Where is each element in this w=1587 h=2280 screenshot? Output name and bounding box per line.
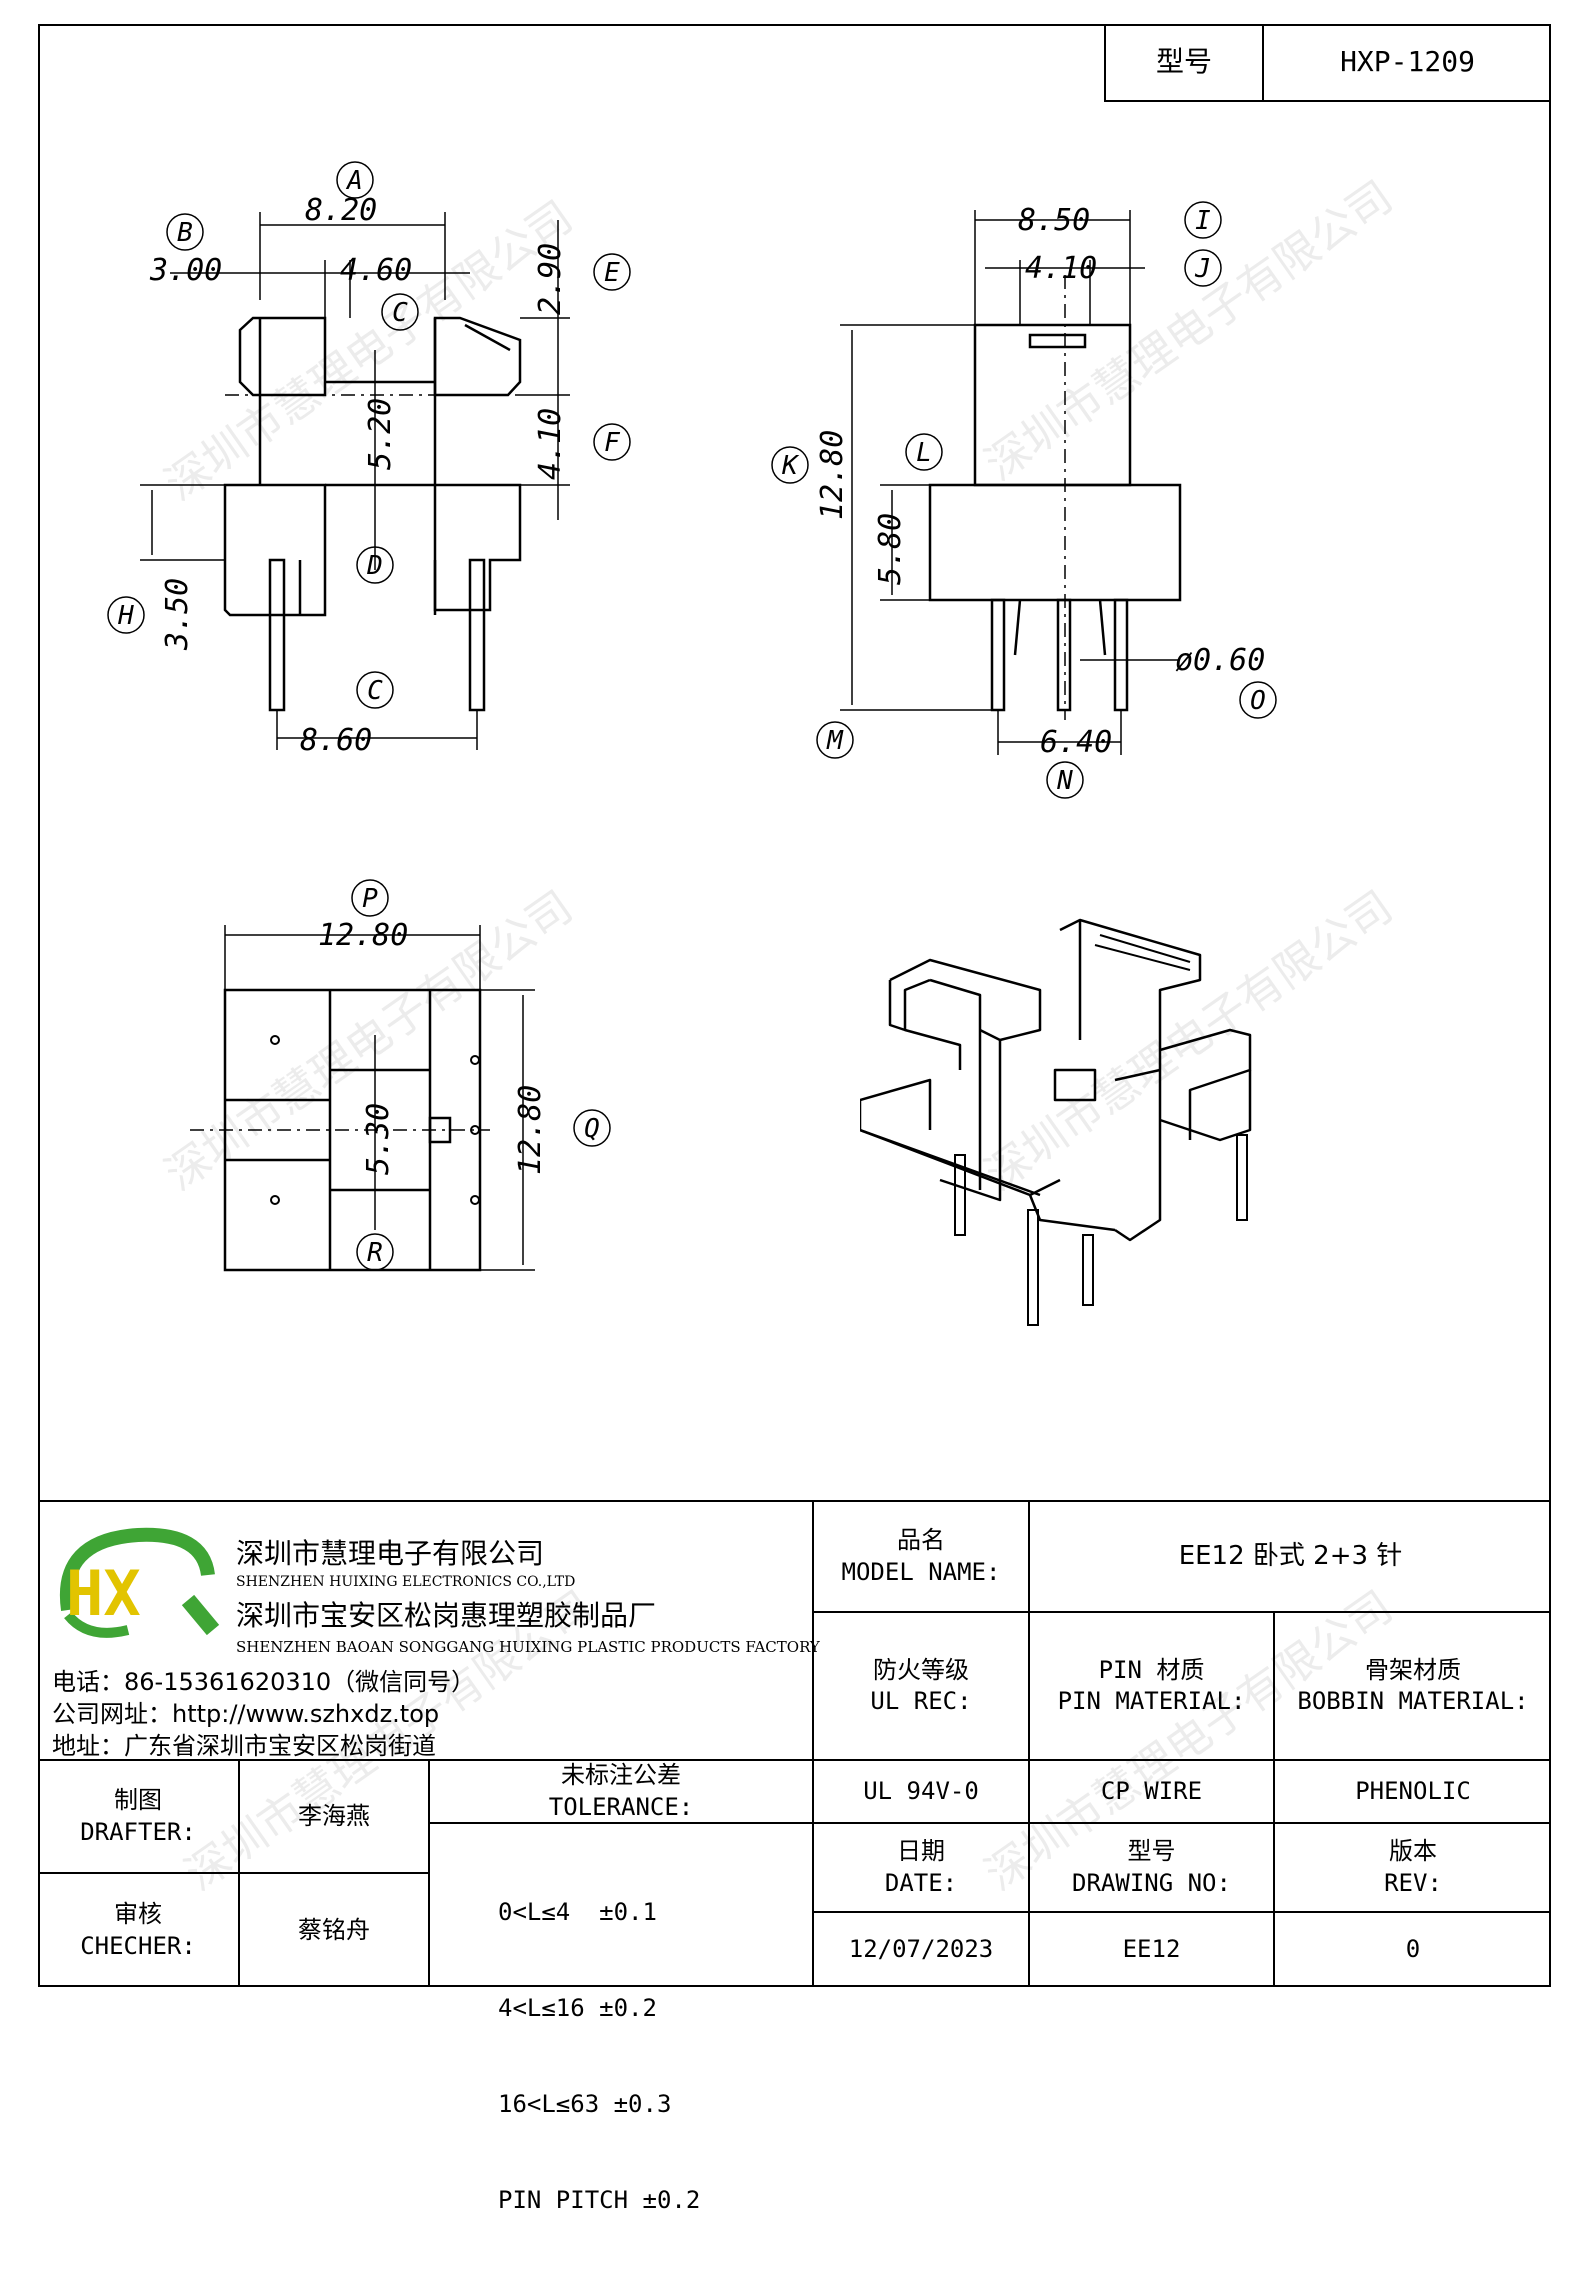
dim-i-value: 8.50 (1018, 203, 1090, 238)
dim-h-value: 3.50 (160, 578, 195, 651)
date-label: 日期 DATE: (884, 1837, 958, 1897)
bobbin-material-label: 骨架材质 BOBBIN MATERIAL: (1297, 1655, 1529, 1715)
company-name-en: SHENZHEN HUIXING ELECTRONICS CO.,LTD (236, 1574, 576, 1590)
rev-label: 版本 REV: (1384, 1837, 1442, 1897)
label-b: B (177, 218, 193, 248)
model-value: HXP-1209 (1340, 44, 1475, 78)
label-q: Q (584, 1114, 600, 1144)
checker-label: 审核 CHECHER: (80, 1900, 196, 1960)
drawing-no-label: 型号 DRAWING NO: (1072, 1837, 1231, 1897)
label-k: K (781, 451, 800, 481)
label-l: L (916, 438, 932, 468)
dim-f-value: 4.10 (533, 408, 568, 480)
dim-c1-value: 5.20 (363, 398, 398, 470)
drafter-name: 李海燕 (298, 1801, 370, 1830)
label-p: P (362, 884, 378, 914)
ul-rec-label: 防火等级 UL REC: (870, 1655, 972, 1715)
dim-b-value: 3.00 (149, 253, 222, 288)
label-h: H (117, 601, 134, 631)
company-logo: HX (48, 1520, 223, 1650)
rev-value: 0 (1405, 1935, 1421, 1964)
dim-r-value: 5.30 (361, 1103, 396, 1175)
label-o: O (1250, 686, 1266, 716)
pin-value: CP WIRE (1100, 1776, 1203, 1805)
label-r: R (367, 1238, 383, 1268)
dim-b2-value: 4.60 (340, 253, 412, 288)
label-i: I (1195, 206, 1211, 236)
label-c: C (392, 298, 408, 328)
company-name-cn: 深圳市慧理电子有限公司 (236, 1537, 545, 1570)
model-name-value: EE12 卧式 2+3 针 (1178, 1540, 1403, 1571)
header-model-box: 型号 HXP-1209 (1104, 24, 1551, 102)
dim-e-value: 2.90 (533, 243, 568, 315)
label-d: D (366, 551, 383, 581)
address: 地址：广东省深圳市宝安区松岗街道 (52, 1732, 436, 1760)
checker-name: 蔡铭舟 (298, 1915, 370, 1944)
model-label: 型号 (1106, 24, 1264, 100)
side-view-drawing: 8.50 4.10 6.40 ø0.60 12.80 5.80 I J K L … (771, 201, 1277, 799)
dim-n-value: 6.40 (1040, 725, 1112, 760)
tolerance-label: 未标注公差 TOLERANCE: (548, 1761, 694, 1821)
logo-letters: HX (66, 1557, 141, 1630)
phone: 电话：86-15361620310（微信同号） (52, 1668, 476, 1696)
dim-p-value: 12.80 (318, 918, 408, 953)
label-c2: C (367, 676, 383, 706)
dim-a-value: 8.20 (305, 193, 377, 228)
dim-k-value: 12.80 (815, 430, 850, 520)
drawing-no-value: EE12 (1122, 1935, 1181, 1964)
label-f: F (604, 428, 621, 458)
bottom-view-drawing: 12.80 12.80 5.30 P Q R (190, 879, 611, 1272)
dim-q-value: 12.80 (513, 1085, 548, 1175)
factory-name-en: SHENZHEN BAOAN SONGGANG HUIXING PLASTIC … (236, 1638, 820, 1656)
label-n: N (1056, 766, 1073, 796)
bobbin-value: PHENOLIC (1355, 1776, 1471, 1805)
label-m: M (826, 726, 844, 756)
factory-name-cn: 深圳市宝安区松岗惠理塑胶制品厂 (236, 1599, 657, 1632)
label-e: E (604, 258, 620, 288)
pin-material-label: PIN 材质 PIN MATERIAL: (1057, 1655, 1246, 1715)
title-block: HX 深圳市慧理电子有限公司 SHENZHEN HUIXING ELECTRON… (38, 1500, 1551, 2214)
front-view-drawing: 8.20 3.00 4.60 8.60 5.20 2.90 4.10 3.50 … (107, 161, 631, 758)
website: 公司网址：http://www.szhxdz.top (52, 1700, 440, 1728)
date-value: 12/07/2023 (848, 1935, 994, 1964)
dim-o-value: ø0.60 (1175, 643, 1265, 678)
isometric-view-drawing (860, 918, 1252, 1326)
tolerance-list: 0<L≤4 ±0.1 4<L≤16 ±0.2 16<L≤63 ±0.3 PIN … (498, 1898, 701, 2214)
label-a: A (345, 166, 363, 196)
drawing-frame (38, 24, 1551, 1987)
model-name-label: 品名 MODEL NAME: (841, 1526, 1001, 1586)
drafter-label: 制图 DRAFTER: (80, 1786, 196, 1846)
label-j: J (1194, 254, 1211, 284)
ul-value: UL 94V-0 (863, 1776, 979, 1805)
dim-c2-value: 8.60 (300, 723, 372, 758)
dim-l-value: 5.80 (873, 513, 908, 585)
dim-j-value: 4.10 (1025, 251, 1097, 286)
